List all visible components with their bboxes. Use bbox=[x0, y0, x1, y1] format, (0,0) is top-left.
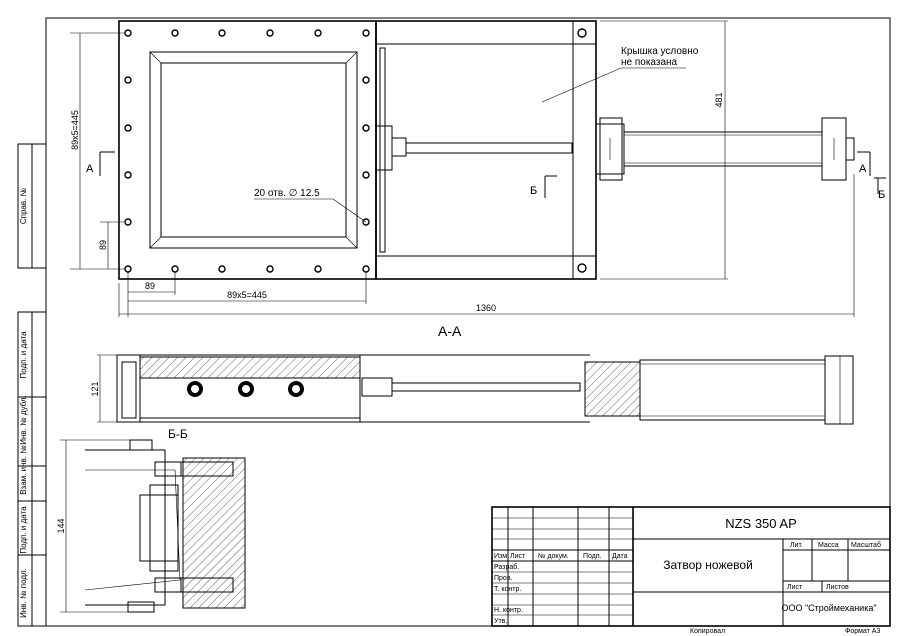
col-header-sign: Подп. bbox=[583, 553, 602, 560]
side-label-5: Инв. № подл. bbox=[19, 568, 28, 618]
section-aa-title: А-А bbox=[438, 323, 462, 339]
svg-text:Б: Б bbox=[878, 189, 885, 201]
sheet-frame bbox=[45, 17, 891, 627]
dimension-lines-top: 89x5=445 89 89 89x5=445 1360 481 bbox=[70, 20, 855, 317]
format-label: Формат А3 bbox=[845, 628, 880, 635]
aa-cylinder bbox=[639, 359, 826, 421]
row-label-prov: Пров. bbox=[494, 575, 513, 582]
svg-text:Б: Б bbox=[530, 185, 537, 197]
flange-outer-opening bbox=[149, 51, 358, 249]
side-label-1: Подп. и дата bbox=[19, 331, 28, 379]
note-line-1: Крышка условно bbox=[621, 46, 699, 57]
section-aa: А-А 121 bbox=[90, 323, 854, 425]
bolt-holes bbox=[124, 29, 370, 273]
lit-label: Лит. bbox=[790, 542, 803, 549]
company-name: ООО "Строймеханика" bbox=[781, 603, 876, 613]
section-marker-b-right: Б bbox=[874, 177, 886, 201]
dim-aa-height: 121 bbox=[90, 381, 100, 396]
dim-total-height: 481 bbox=[714, 92, 724, 107]
section-marker-a-left: А bbox=[86, 151, 115, 176]
note-line-2: не показана bbox=[621, 57, 678, 68]
row-label-nkontr: Н. контр. bbox=[494, 607, 523, 614]
sheet-label: Лист bbox=[787, 584, 803, 591]
section-marker-a-right: А bbox=[857, 151, 871, 176]
dim-width-pitch: 89x5=445 bbox=[227, 290, 267, 300]
dim-total-length: 1360 bbox=[476, 303, 496, 313]
dim-edge-horizontal: 89 bbox=[145, 281, 155, 291]
col-header-list: Лист bbox=[510, 553, 526, 560]
side-label-2: Инв. № дубл. bbox=[19, 395, 28, 445]
flange-inner-opening bbox=[160, 62, 347, 238]
scale-label: Масштаб bbox=[851, 541, 881, 549]
col-header-doc: № докум. bbox=[538, 553, 569, 560]
svg-text:А: А bbox=[859, 163, 867, 175]
row-label-tkontr: Т. контр. bbox=[494, 586, 521, 593]
piston-rod bbox=[405, 142, 573, 154]
section-marker-b-mid: Б bbox=[530, 175, 557, 198]
col-header-izm: Изм. bbox=[494, 553, 509, 560]
stem-clevis bbox=[375, 125, 393, 171]
mass-label: Масса bbox=[818, 542, 839, 549]
side-label-4: Подп. и дата bbox=[19, 506, 28, 554]
pneumatic-cylinder bbox=[623, 131, 823, 167]
row-label-razrab: Разраб. bbox=[494, 563, 519, 571]
copied-label: Копировал bbox=[690, 628, 725, 635]
col-header-date: Дата bbox=[612, 553, 628, 560]
dim-height-pitch: 89x5=445 bbox=[70, 110, 80, 150]
title-block: Изм. Лист № докум. Подп. Дата Разраб. Пр… bbox=[491, 506, 891, 627]
dim-edge-vertical: 89 bbox=[98, 240, 108, 250]
side-strip: Справ. № Подп. и дата Инв. № дубл. Взам.… bbox=[17, 143, 47, 627]
knife-blade-edge bbox=[379, 47, 386, 253]
section-bb: Б-Б 144 bbox=[56, 427, 246, 613]
drawing-name: Затвор ножевой bbox=[663, 558, 753, 572]
housing bbox=[375, 20, 597, 280]
side-label-0: Справ. № bbox=[19, 187, 28, 224]
drawing-code: NZS 350 AP bbox=[725, 516, 797, 531]
seat-section bbox=[139, 356, 361, 379]
svg-text:А: А bbox=[86, 163, 94, 175]
holes-label: 20 отв. ∅ 12.5 bbox=[254, 188, 320, 199]
sheets-label: Листов bbox=[826, 584, 849, 591]
top-view: 89x5=445 89 89 89x5=445 1360 481 bbox=[70, 20, 886, 317]
dim-bb-height: 144 bbox=[56, 518, 66, 533]
side-label-3: Взам. инв. № bbox=[19, 445, 28, 495]
section-bb-title: Б-Б bbox=[168, 427, 188, 441]
aa-piston-rod bbox=[391, 382, 581, 392]
row-label-utv: Утв. bbox=[494, 618, 507, 625]
bb-flange-section bbox=[182, 457, 246, 609]
